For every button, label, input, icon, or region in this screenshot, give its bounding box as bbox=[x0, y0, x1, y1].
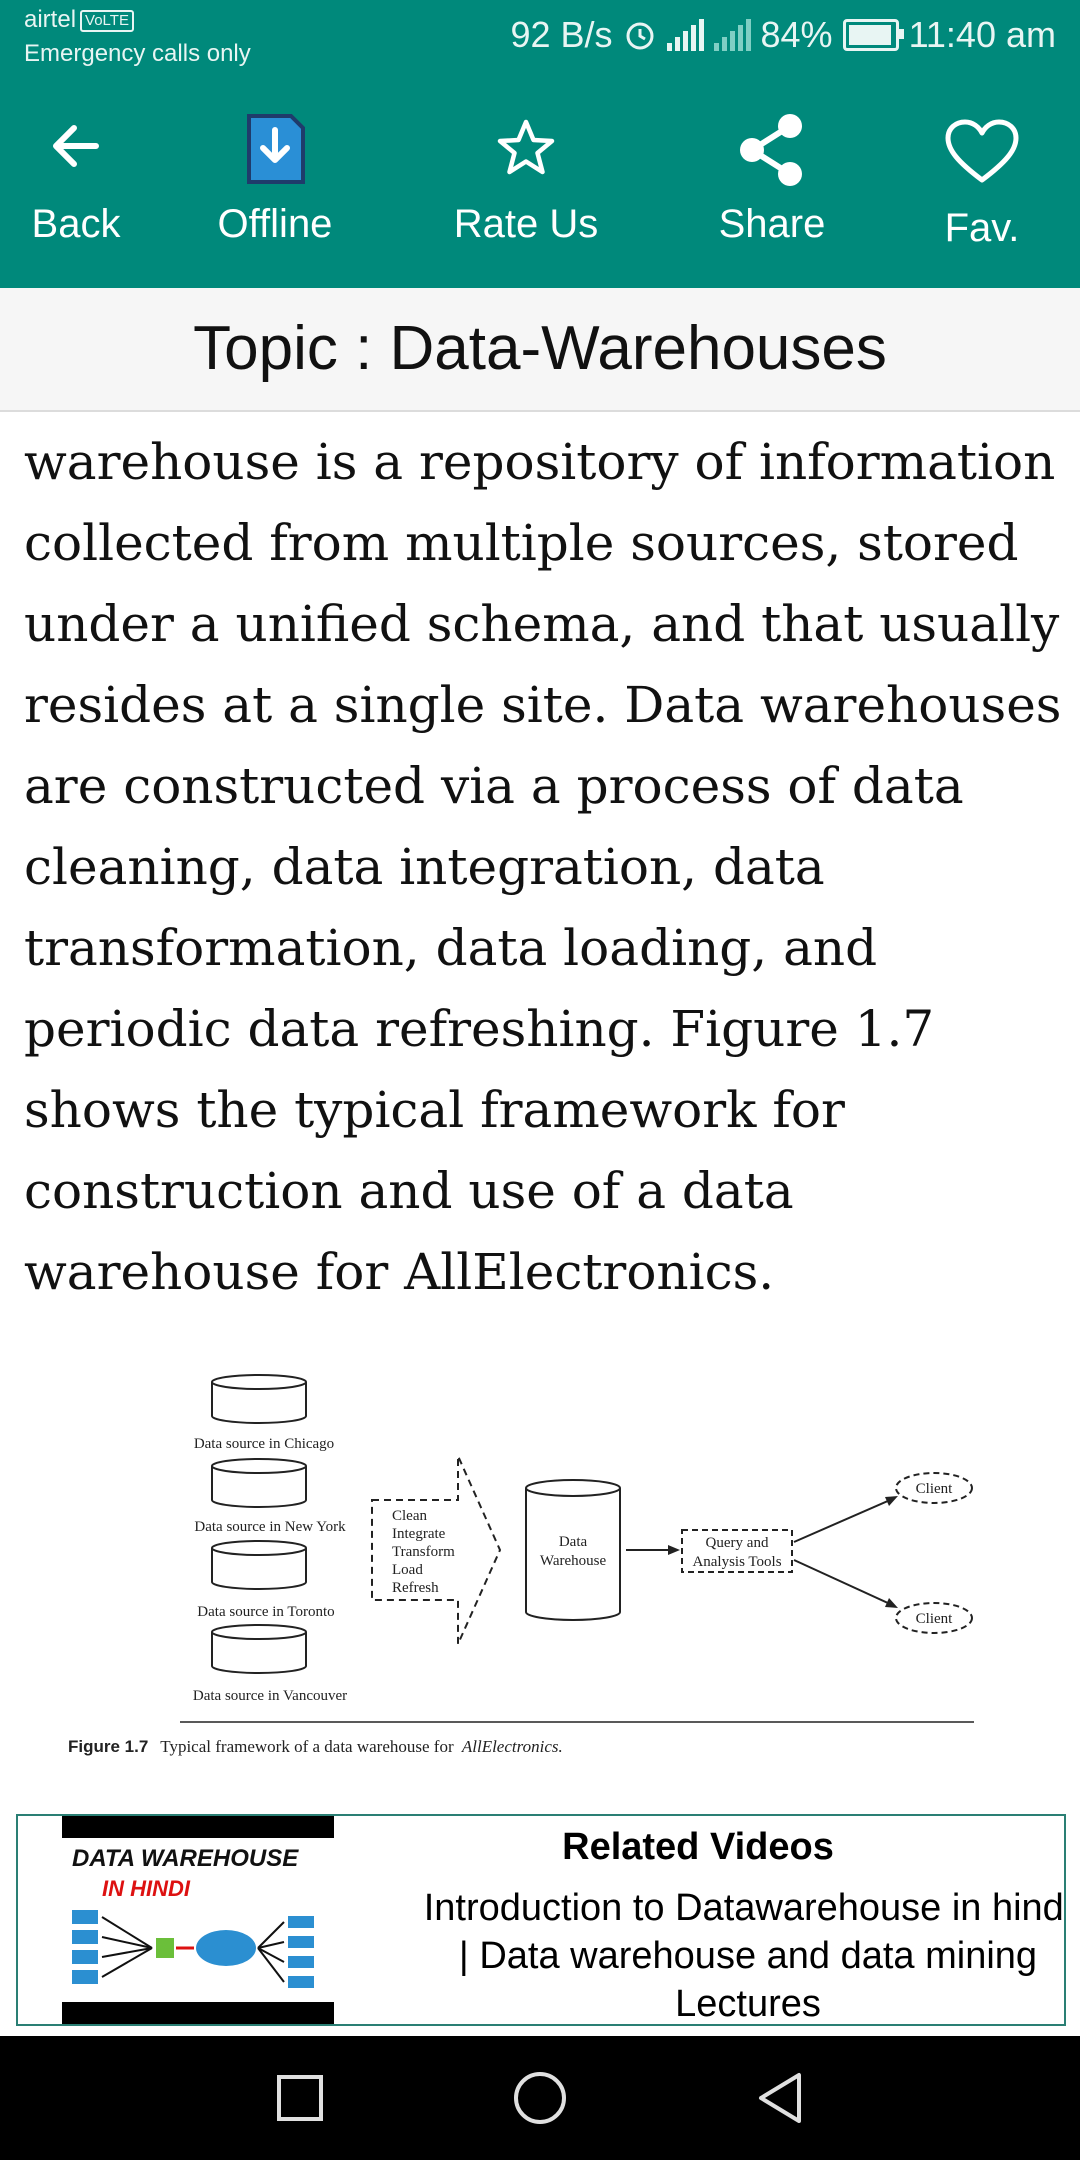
heart-icon bbox=[945, 119, 1019, 183]
share-button[interactable]: Share bbox=[672, 72, 872, 288]
source-newyork: Data source in New York bbox=[194, 1458, 346, 1535]
volte-badge: VoLTE bbox=[80, 10, 134, 32]
svg-text:Client: Client bbox=[916, 1481, 953, 1497]
svg-text:IN HINDI: IN HINDI bbox=[102, 1876, 191, 1901]
related-videos-title: Related Videos bbox=[562, 1826, 834, 1868]
topic-header: Topic : Data-Warehouses bbox=[0, 288, 1080, 412]
source-toronto: Data source in Toronto bbox=[197, 1540, 335, 1620]
status-icons: 92 B/s 84% 11:40 am bbox=[510, 14, 1056, 56]
battery-icon bbox=[842, 19, 904, 51]
figure-caption: Figure 1.7 Typical framework of a data w… bbox=[68, 1737, 563, 1756]
source-chicago-label: Data source in Chicago bbox=[194, 1436, 334, 1452]
source-newyork-label: Data source in New York bbox=[194, 1519, 346, 1535]
framework-figure: Data source in Chicago Data source in Ne… bbox=[60, 1360, 1020, 1800]
source-vancouver: Data source in Vancouver bbox=[193, 1624, 347, 1704]
favorite-button[interactable]: Fav. bbox=[882, 72, 1080, 288]
share-icon bbox=[740, 114, 802, 186]
article-text: warehouse is a repository of information… bbox=[24, 433, 1062, 1301]
video-title[interactable]: Introduction to Datawarehouse in hindi |… bbox=[423, 1887, 1066, 2025]
share-label: Share bbox=[718, 202, 826, 246]
client-bottom: Client bbox=[895, 1602, 973, 1634]
svg-text:Transform: Transform bbox=[392, 1544, 455, 1560]
related-videos-card[interactable]: DATA WAREHOUSE IN HINDI bbox=[16, 1814, 1066, 2026]
svg-text:Client: Client bbox=[916, 1611, 953, 1627]
process-steps: Clean Integrate Transform Load Refresh bbox=[392, 1508, 455, 1596]
source-toronto-label: Data source in Toronto bbox=[197, 1604, 334, 1620]
source-chicago: Data source in Chicago bbox=[194, 1374, 334, 1452]
alarm-icon bbox=[626, 22, 653, 50]
offline-label: Offline bbox=[217, 202, 333, 246]
svg-text:Load: Load bbox=[392, 1562, 423, 1578]
clock: 11:40 am bbox=[908, 14, 1056, 55]
video-thumbnail[interactable]: DATA WAREHOUSE IN HINDI bbox=[62, 1816, 334, 2024]
svg-text:Refresh: Refresh bbox=[392, 1580, 439, 1596]
home-button[interactable] bbox=[512, 2070, 568, 2126]
svg-text:Data: Data bbox=[559, 1534, 588, 1550]
favorite-label: Fav. bbox=[944, 206, 1020, 250]
svg-text:DATA WAREHOUSE: DATA WAREHOUSE bbox=[72, 1845, 299, 1872]
article-content[interactable]: warehouse is a repository of information… bbox=[0, 410, 1080, 1805]
signal-icon bbox=[666, 19, 704, 51]
svg-text:Analysis Tools: Analysis Tools bbox=[692, 1554, 781, 1570]
thumbnail-image: DATA WAREHOUSE IN HINDI bbox=[72, 1845, 314, 1988]
svg-text:Clean: Clean bbox=[392, 1508, 427, 1524]
svg-text:Integrate: Integrate bbox=[392, 1526, 446, 1542]
svg-text:Warehouse: Warehouse bbox=[540, 1553, 607, 1569]
rate-us-label: Rate Us bbox=[453, 202, 599, 246]
signal-2-icon bbox=[713, 19, 751, 51]
client-top: Client bbox=[895, 1472, 973, 1504]
back-arrow-icon bbox=[53, 125, 99, 167]
back-nav-button[interactable] bbox=[755, 2071, 805, 2125]
toolbar: Back Offline Rate Us Share Fav. bbox=[0, 72, 1080, 288]
star-icon bbox=[497, 119, 555, 175]
emergency-text: Emergency calls only bbox=[24, 40, 251, 67]
framework-diagram: Data source in Chicago Data source in Ne… bbox=[68, 1374, 974, 1756]
net-speed: 92 B/s bbox=[510, 14, 613, 55]
data-warehouse: Data Warehouse bbox=[525, 1479, 621, 1621]
back-button[interactable]: Back bbox=[0, 72, 176, 288]
download-doc-icon bbox=[247, 114, 305, 184]
source-vancouver-label: Data source in Vancouver bbox=[193, 1688, 347, 1704]
topic-title: Topic : Data-Warehouses bbox=[193, 314, 887, 383]
battery-percent: 84% bbox=[760, 14, 833, 55]
rate-us-button[interactable]: Rate Us bbox=[426, 72, 626, 288]
process-arrow bbox=[371, 1455, 502, 1645]
navigation-bar bbox=[0, 2036, 1080, 2160]
svg-text:Query and: Query and bbox=[706, 1535, 769, 1551]
recents-button[interactable] bbox=[275, 2073, 325, 2123]
back-label: Back bbox=[31, 202, 121, 246]
offline-button[interactable]: Offline bbox=[175, 72, 375, 288]
query-tools: Query and Analysis Tools bbox=[681, 1529, 793, 1573]
